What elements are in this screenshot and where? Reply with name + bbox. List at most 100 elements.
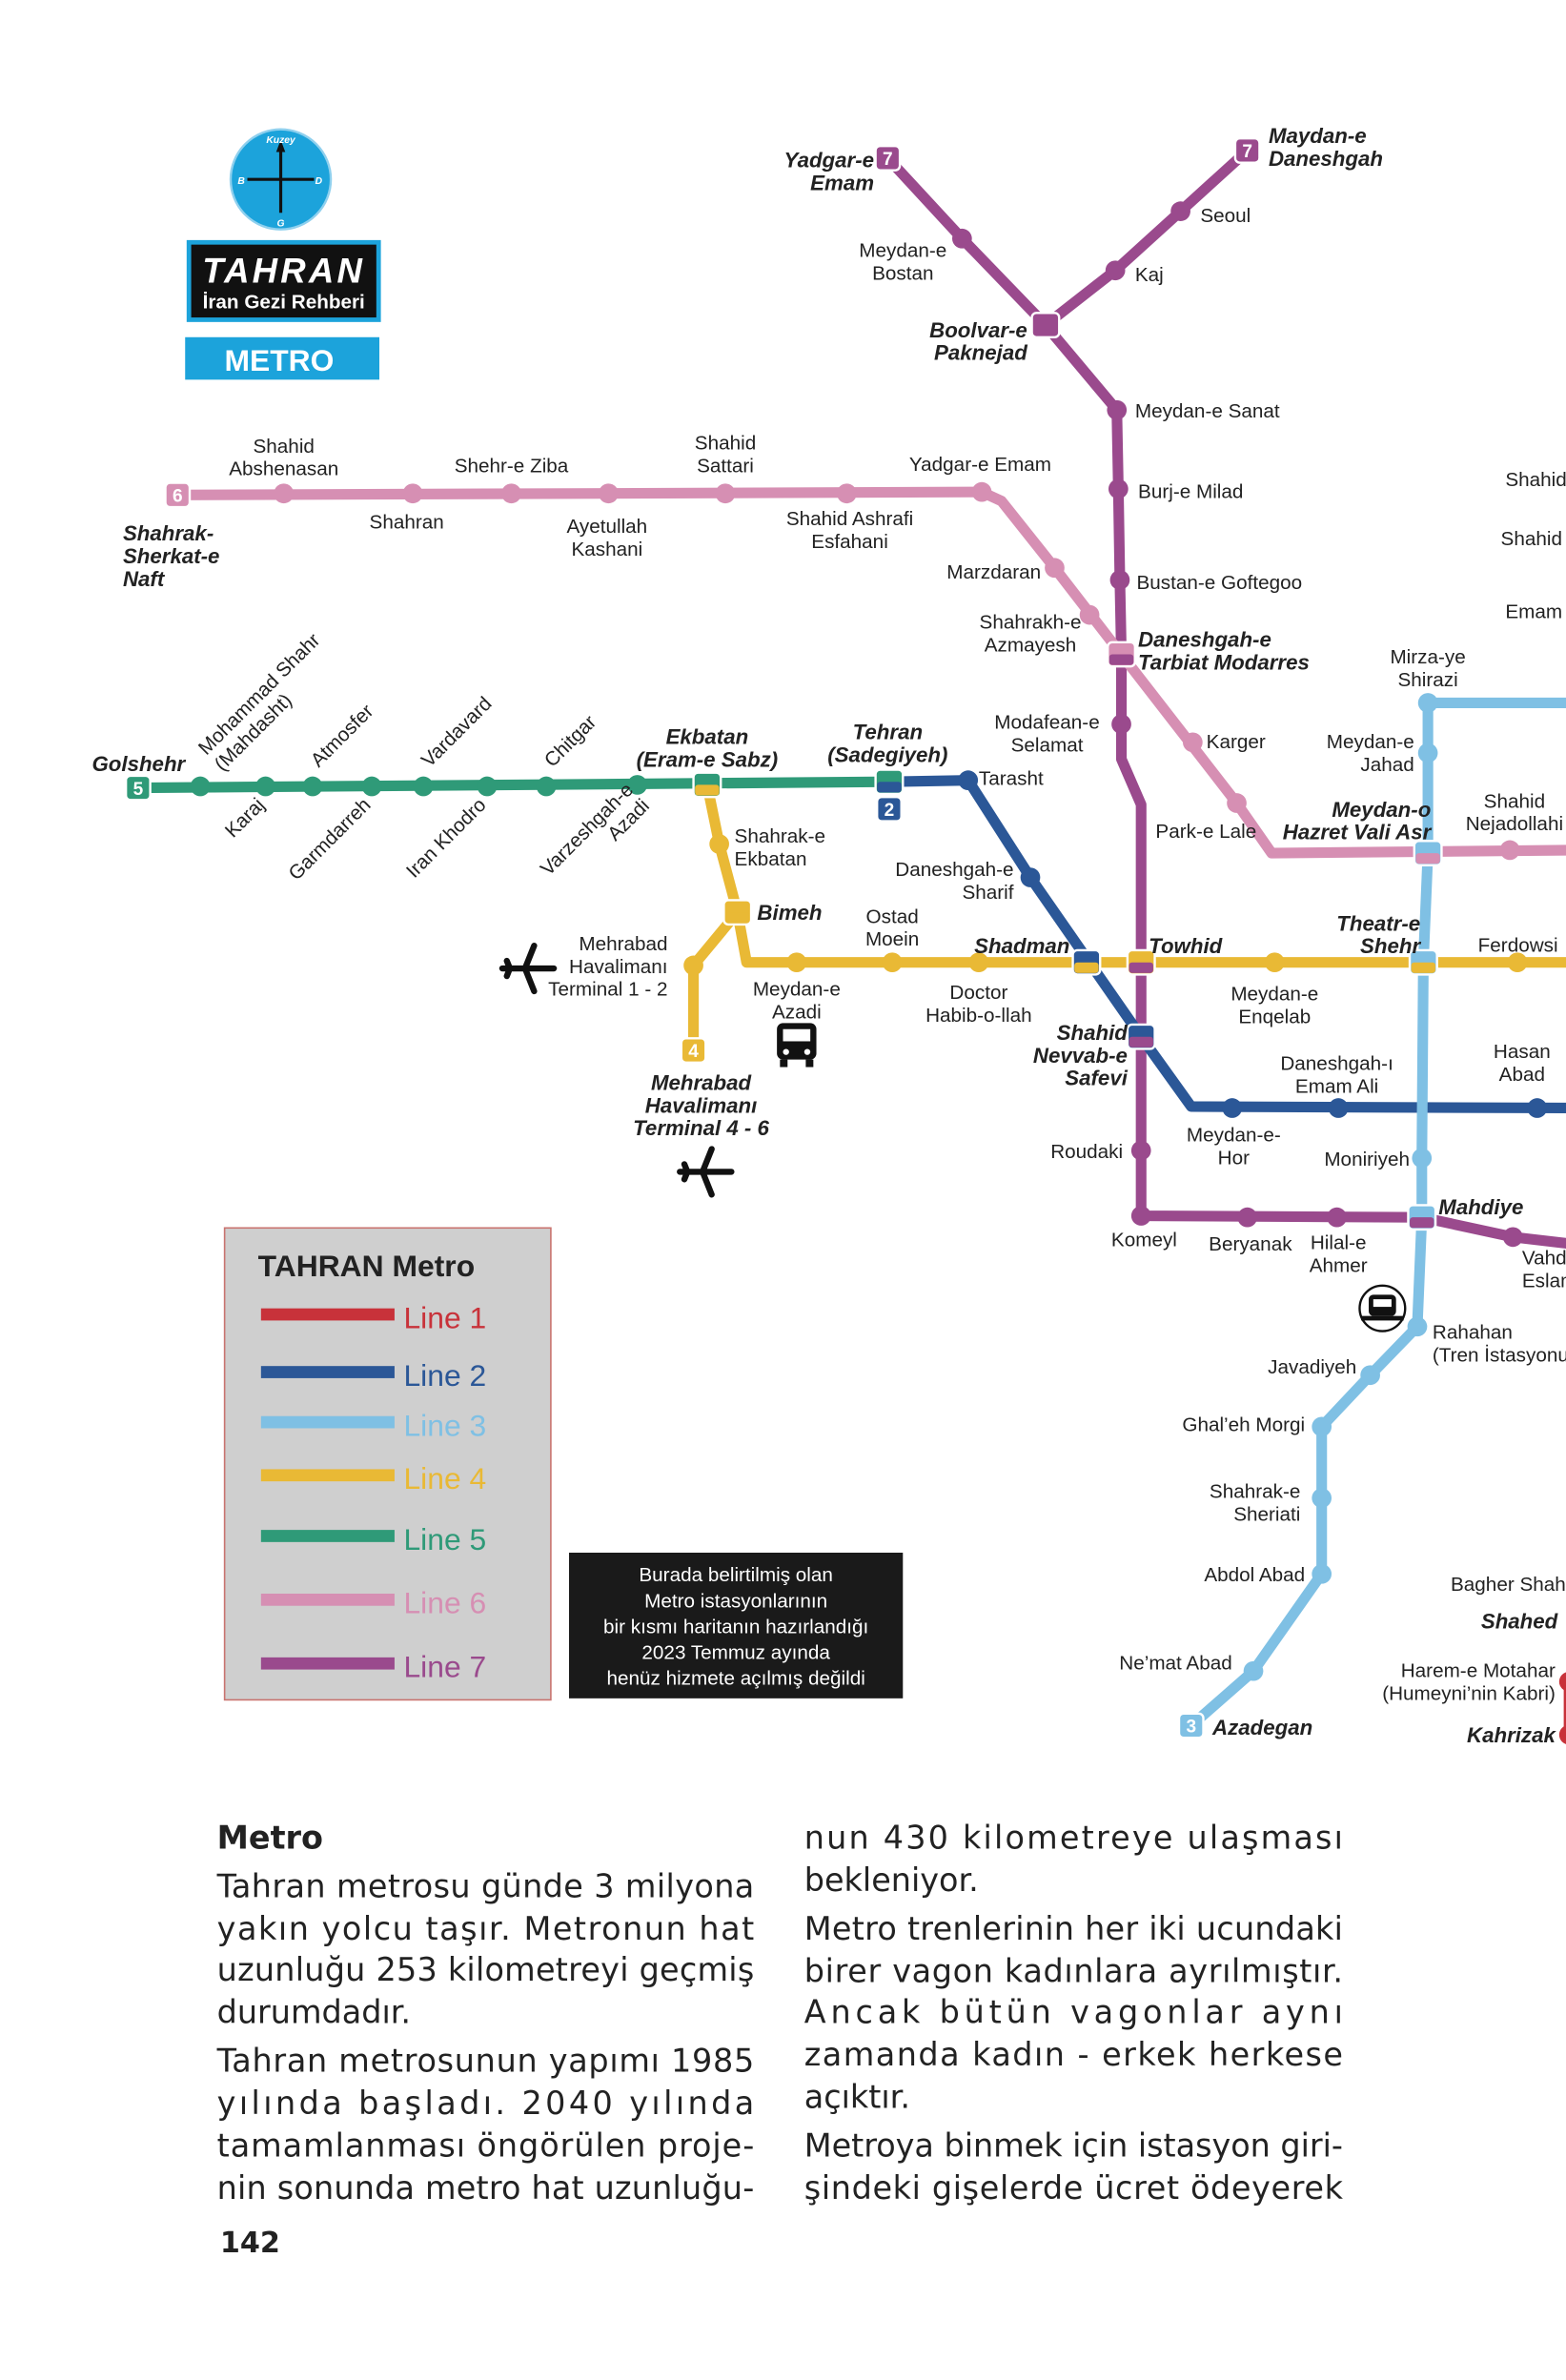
station-dot[interactable] [1109,570,1130,590]
station-dot[interactable] [1079,604,1100,625]
station-label-vardavard[interactable]: Vardavard [417,693,497,772]
station-dot[interactable] [627,775,648,795]
interchange-station[interactable] [1030,312,1061,338]
station-dot[interactable] [1312,1488,1332,1509]
station-label-ekbatan[interactable]: Ekbatan(Eram-e Sabz) [637,724,778,771]
station-label-komeyl[interactable]: Komeyl [1111,1229,1177,1251]
station-label-marzdaran[interactable]: Marzdaran [946,561,1041,583]
station-dot[interactable] [1312,1416,1332,1437]
station-dot[interactable] [1222,1098,1243,1118]
station-label-shadman[interactable]: Shadman [974,934,1069,958]
station-dot[interactable] [1264,952,1285,973]
station-label-bimeh[interactable]: Bimeh [757,901,822,925]
station-label-rahahan[interactable]: Rahahan(Tren İstasyonu) [1433,1322,1566,1367]
station-dot[interactable] [958,770,979,790]
station-dot[interactable] [1527,1098,1548,1118]
station-dot[interactable] [190,776,211,797]
station-dot[interactable] [715,483,736,504]
station-label-shahran[interactable]: Shahran [370,511,444,533]
station-dot[interactable] [786,952,807,973]
station-label-ziba[interactable]: Shehr-e Ziba [455,455,569,477]
interchange-station[interactable] [1407,1204,1437,1231]
station-dot[interactable] [402,483,423,504]
station-label-cut1[interactable]: Shahid [1505,469,1566,491]
station-dot[interactable] [1417,742,1438,763]
station-label-irankhodro[interactable]: Iran Khodro [402,794,491,883]
station-dot[interactable] [1558,1672,1566,1692]
station-dot[interactable] [1045,558,1065,579]
interchange-station[interactable] [874,768,905,796]
station-label-golshehr[interactable]: Golshehr [92,752,186,776]
station-label-ghaleh[interactable]: Ghal’eh Morgi [1182,1414,1305,1436]
station-dot[interactable] [1130,1140,1151,1161]
station-dot[interactable] [1558,1725,1566,1745]
station-label-chitgar[interactable]: Chitgar [540,711,600,771]
station-label-kaj[interactable]: Kaj [1135,264,1164,286]
interchange-station[interactable] [1408,948,1438,976]
station-dot[interactable] [1507,952,1528,973]
station-dot[interactable] [501,483,521,504]
station-dot[interactable] [1312,1563,1332,1584]
station-dot[interactable] [1227,793,1247,813]
station-dot[interactable] [1360,1365,1380,1386]
station-dot[interactable] [968,952,989,973]
station-label-ferdowsi[interactable]: Ferdowsi [1478,935,1558,957]
station-dot[interactable] [477,776,498,797]
station-label-cut2[interactable]: Shahid [1501,528,1562,550]
station-dot[interactable] [1105,260,1126,281]
station-dot[interactable] [683,955,703,976]
station-label-garmdarreh[interactable]: Garmdarreh [284,794,375,885]
station-label-beryanak[interactable]: Beryanak [1209,1233,1292,1255]
station-label-sanat[interactable]: Meydan-e Sanat [1135,400,1280,422]
station-dot[interactable] [1020,867,1041,887]
station-label-harem[interactable]: Harem-e Motahar(Humeyni’nin Kabri) [1382,1660,1556,1705]
station-dot[interactable] [1327,1207,1347,1228]
station-label-varzeshgah[interactable]: Varzeshgah-eAzadi [537,779,654,896]
station-label-towhid[interactable]: Towhid [1149,934,1222,958]
station-label-sadegiyeh[interactable]: Tehran(Sadegiyeh) [827,721,947,767]
station-dot[interactable] [599,483,619,504]
station-dot[interactable] [536,776,557,797]
station-dot[interactable] [1130,1206,1151,1226]
interchange-station[interactable] [692,771,722,799]
station-label-roudaki[interactable]: Roudaki [1050,1141,1123,1163]
station-dot[interactable] [1243,1660,1264,1681]
station-label-javadiyeh[interactable]: Javadiyeh [1268,1356,1356,1378]
station-label-cut3[interactable]: Emam [1505,600,1562,622]
station-label-goftegoo[interactable]: Bustan-e Goftegoo [1136,572,1302,594]
station-label-yadgar6[interactable]: Yadgar-e Emam [909,454,1051,476]
station-label-nemat[interactable]: Ne’mat Abad [1119,1653,1231,1675]
station-label-seoul[interactable]: Seoul [1200,205,1251,227]
interchange-station[interactable] [1107,641,1137,668]
interchange-station[interactable] [1413,840,1443,866]
station-dot[interactable] [709,834,729,854]
station-dot[interactable] [1237,1207,1258,1228]
station-dot[interactable] [1412,1148,1433,1169]
station-label-abdol[interactable]: Abdol Abad [1204,1564,1305,1586]
station-dot[interactable] [413,776,434,797]
station-label-azadegan[interactable]: Azadegan [1211,1716,1312,1739]
station-label-kahrizak[interactable]: Kahrizak [1467,1723,1556,1747]
station-dot[interactable] [1502,1227,1523,1248]
station-dot[interactable] [255,776,275,797]
